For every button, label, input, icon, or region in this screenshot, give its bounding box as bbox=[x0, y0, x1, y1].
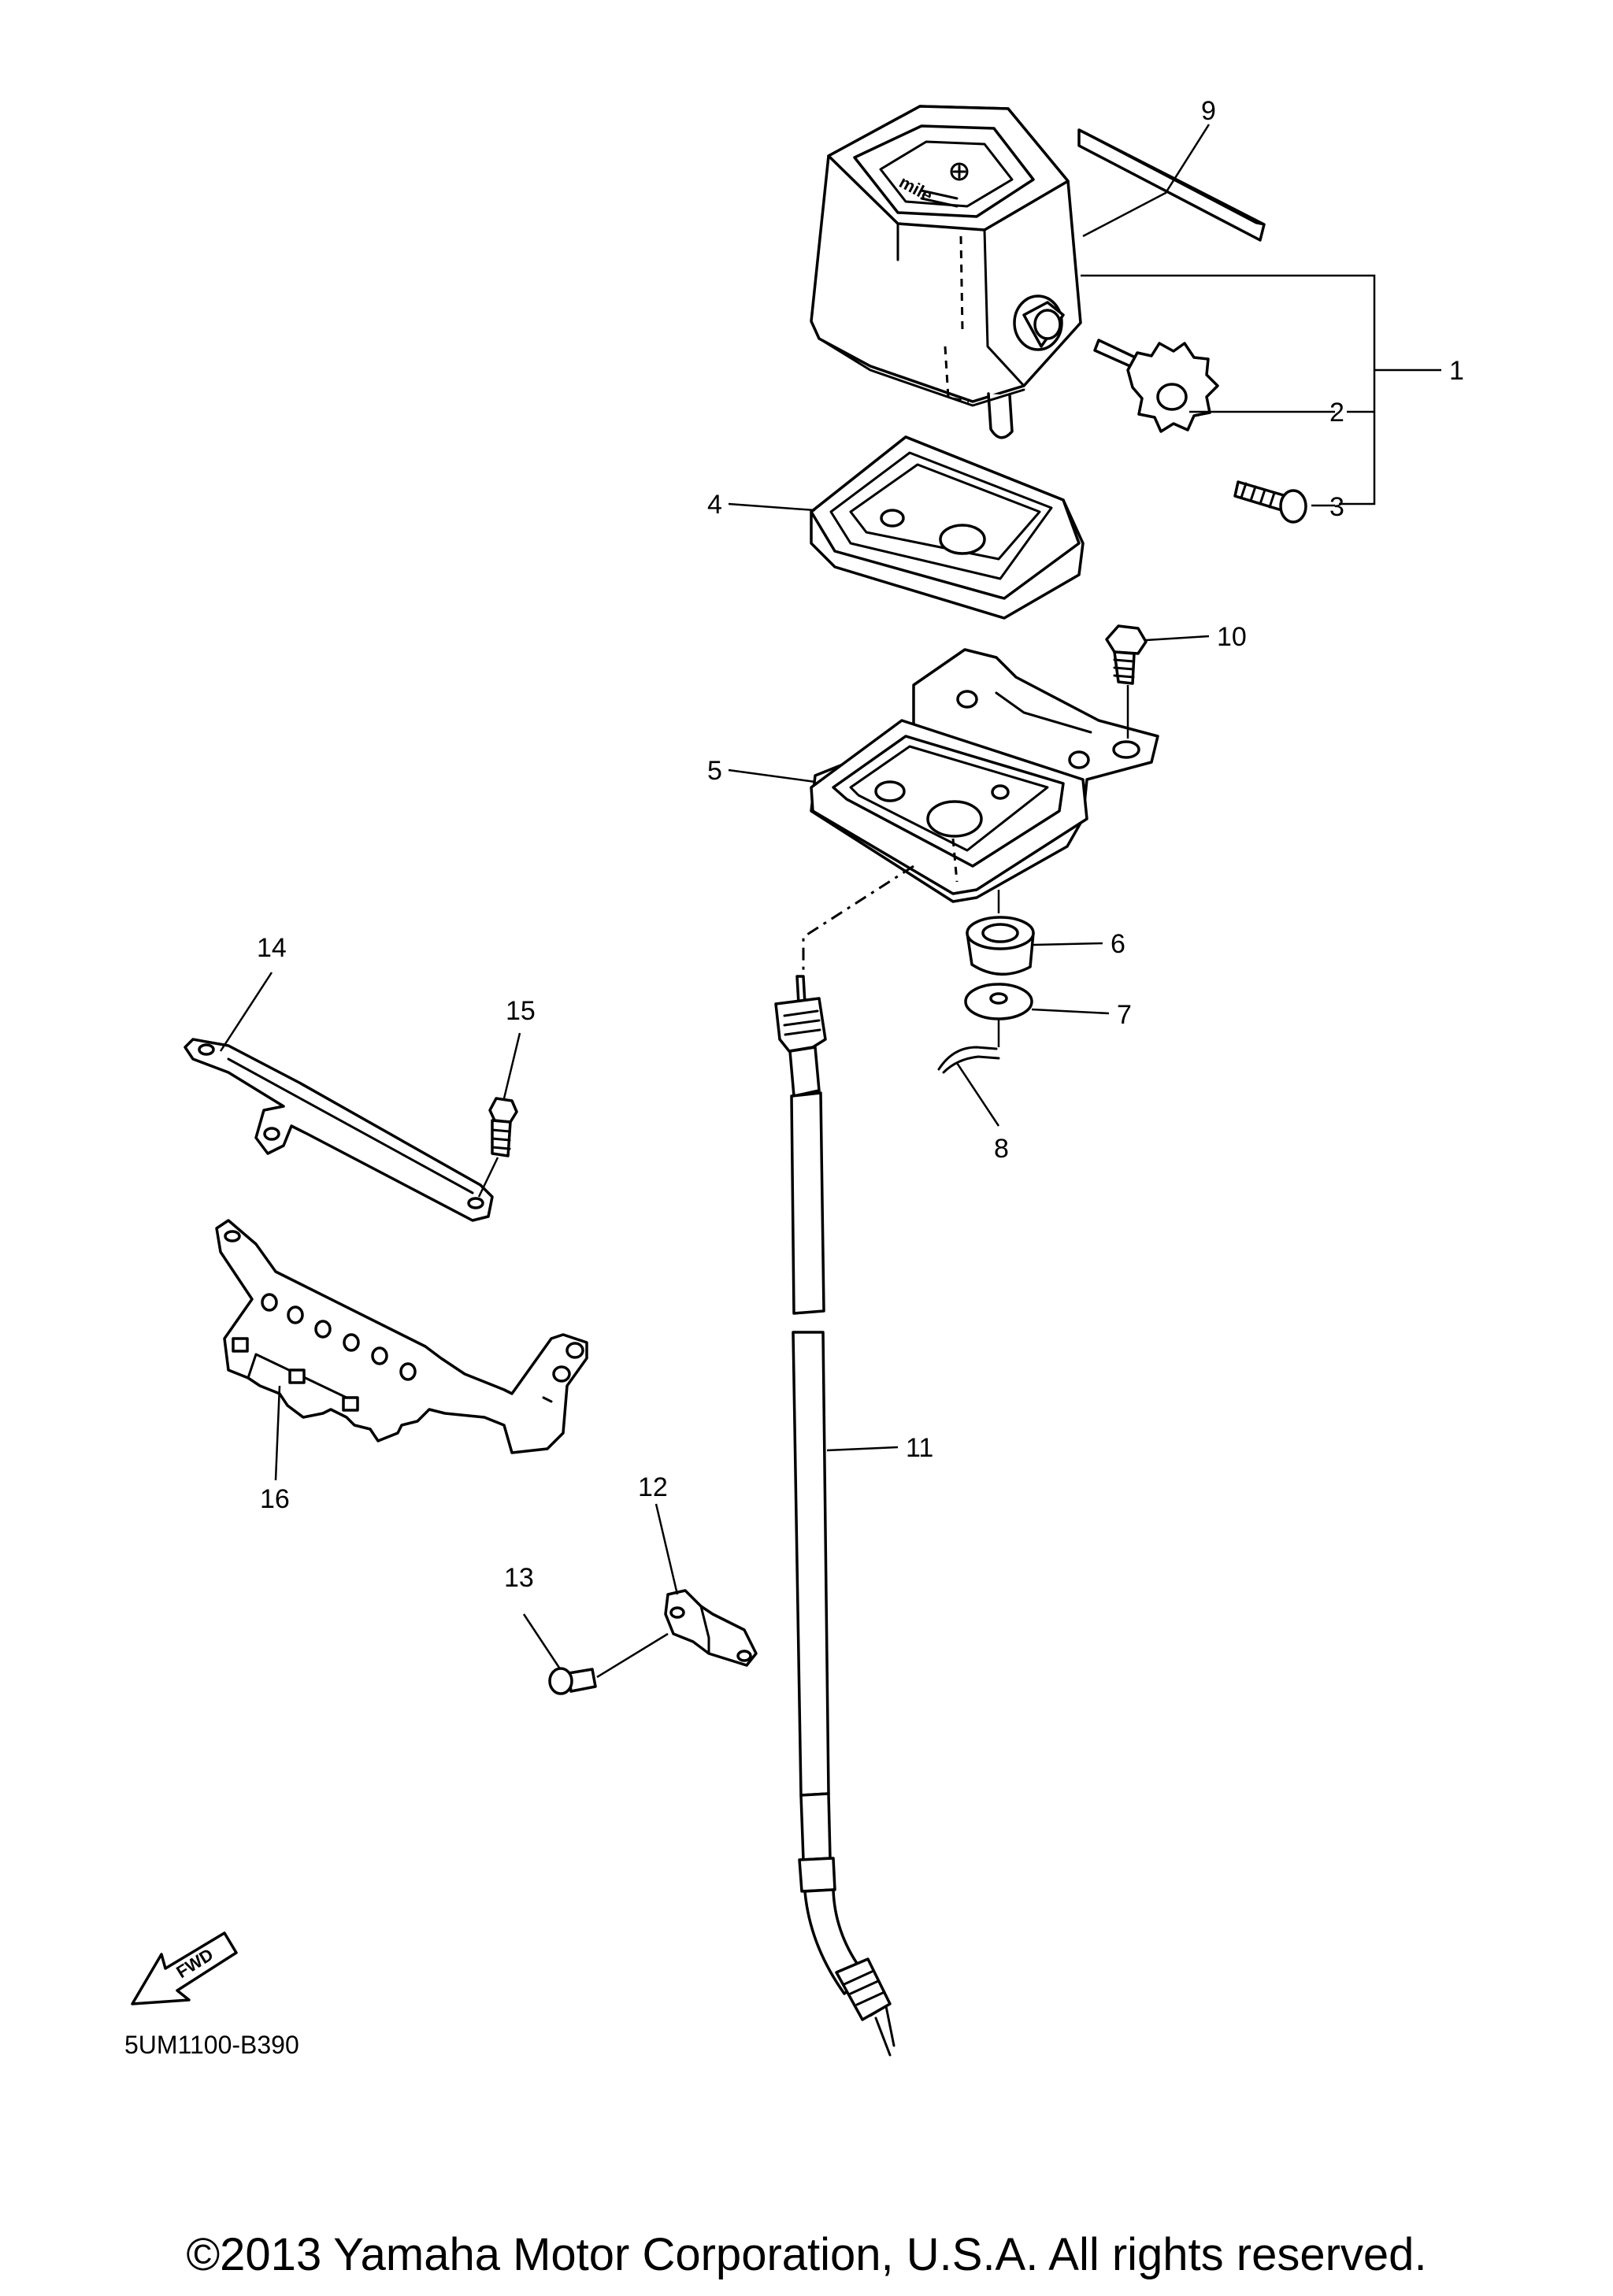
copyright-notice: ©2013 Yamaha Motor Corporation, U.S.A. A… bbox=[186, 2229, 1427, 2280]
cable-clamp bbox=[664, 1589, 758, 1667]
callout-13: 13 bbox=[504, 1563, 534, 1593]
callout-numbers: 1 2 3 4 5 6 7 8 9 10 11 12 13 14 15 16 bbox=[257, 96, 1464, 1593]
callout-15: 15 bbox=[506, 996, 536, 1026]
callout-8: 8 bbox=[994, 1134, 1009, 1164]
stay bbox=[184, 1038, 494, 1222]
clamp-screw bbox=[548, 1667, 597, 1695]
drive-gear bbox=[1093, 339, 1219, 433]
diagram-code: 5UM1100-B390 bbox=[124, 2031, 299, 2059]
meter-bracket bbox=[810, 648, 1159, 903]
speedometer-cable bbox=[774, 975, 895, 2057]
callout-12: 12 bbox=[638, 1472, 668, 1502]
callout-14: 14 bbox=[257, 933, 287, 963]
callout-10: 10 bbox=[1217, 622, 1247, 652]
callout-3: 3 bbox=[1329, 492, 1344, 522]
forward-direction-arrow: FWD bbox=[131, 1931, 238, 2005]
callout-16: 16 bbox=[260, 1484, 290, 1514]
callout-1: 1 bbox=[1449, 356, 1464, 386]
callout-5: 5 bbox=[707, 756, 722, 786]
callout-6: 6 bbox=[1111, 929, 1125, 959]
leader-lines bbox=[219, 124, 1441, 1679]
rubber-cushion bbox=[810, 435, 1085, 620]
cotter-clip bbox=[937, 1046, 1000, 1074]
washer bbox=[964, 983, 1033, 1020]
callout-4: 4 bbox=[707, 490, 722, 520]
callout-2: 2 bbox=[1329, 398, 1344, 428]
stay-bolt bbox=[488, 1097, 518, 1157]
callout-11: 11 bbox=[906, 1433, 933, 1463]
flange-bolt bbox=[1105, 624, 1148, 685]
callout-9: 9 bbox=[1201, 96, 1216, 126]
small-screw bbox=[1233, 480, 1307, 524]
bracket bbox=[215, 1219, 588, 1454]
callout-7: 7 bbox=[1117, 1000, 1132, 1030]
meter-assembly: mile bbox=[810, 105, 1082, 439]
grommet bbox=[966, 916, 1035, 976]
